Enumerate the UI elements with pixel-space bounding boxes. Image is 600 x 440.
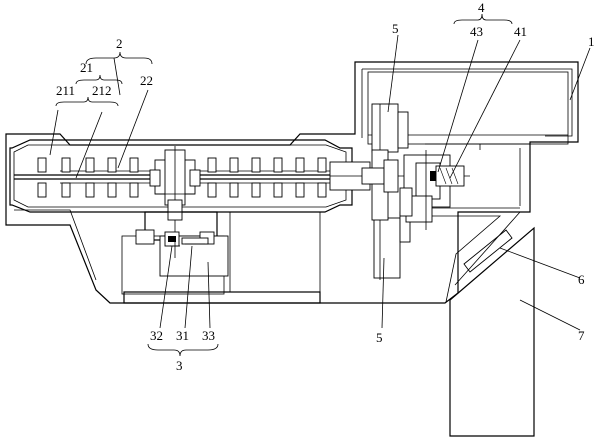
base-plate [123, 211, 321, 304]
leader-lines [49, 34, 591, 331]
label-22: 22 [140, 73, 153, 88]
collector-box [449, 226, 535, 437]
label-41: 41 [514, 24, 527, 39]
label-33: 33 [202, 328, 215, 343]
central-hub [149, 146, 201, 240]
reference-labels: 2 21 22 211 212 4 43 41 5 1 6 7 5 32 31 … [56, 0, 595, 373]
drive-unit [121, 211, 229, 295]
label-3: 3 [176, 358, 183, 373]
label-4: 4 [478, 0, 485, 15]
mechanism-4 [399, 150, 465, 230]
label-5-bottom: 5 [376, 330, 383, 345]
label-43: 43 [470, 24, 483, 39]
fin-slots [37, 157, 327, 198]
braces [55, 13, 513, 357]
label-212: 212 [92, 83, 112, 98]
housing-outline [5, 61, 579, 304]
label-21: 21 [80, 60, 93, 75]
label-5-top: 5 [392, 21, 399, 36]
label-32: 32 [150, 328, 163, 343]
label-211: 211 [56, 83, 75, 98]
label-2: 2 [116, 36, 123, 51]
coupling-shaft [329, 159, 470, 193]
label-6: 6 [578, 272, 585, 287]
label-31: 31 [176, 328, 189, 343]
inclined-chute [432, 207, 521, 303]
motor-assembly-5 [371, 103, 411, 280]
label-7: 7 [578, 328, 585, 343]
label-1: 1 [588, 34, 595, 49]
